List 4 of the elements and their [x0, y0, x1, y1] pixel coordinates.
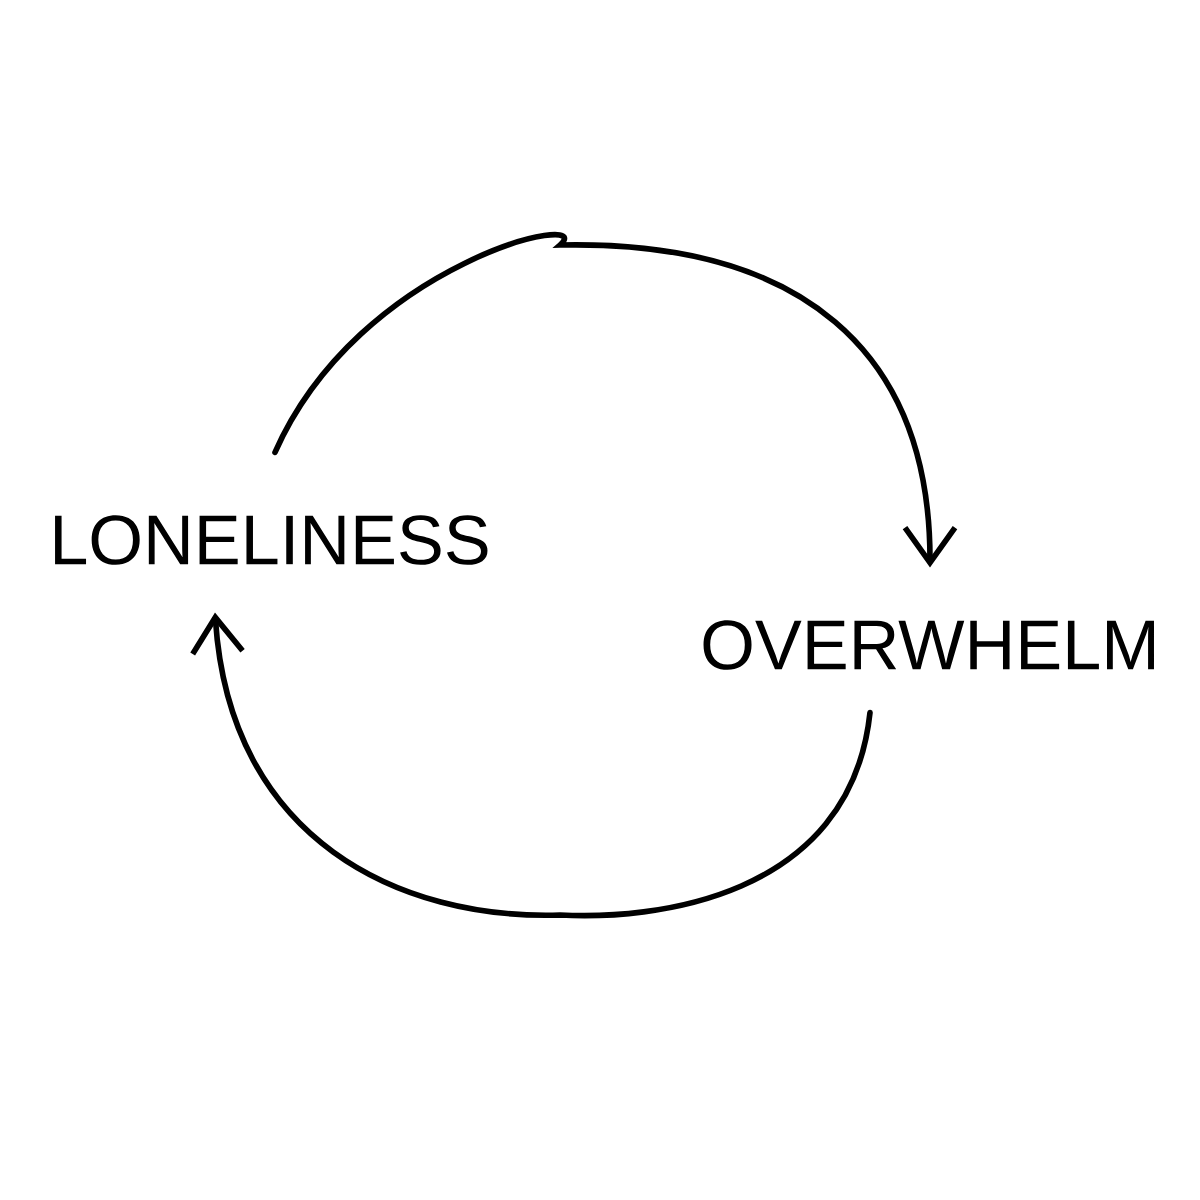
- node-label: OVERWHELM: [703, 620, 1154, 670]
- arrow: [272, 232, 958, 568]
- arrow: [190, 612, 873, 919]
- node-label: LONELINESS: [55, 515, 488, 565]
